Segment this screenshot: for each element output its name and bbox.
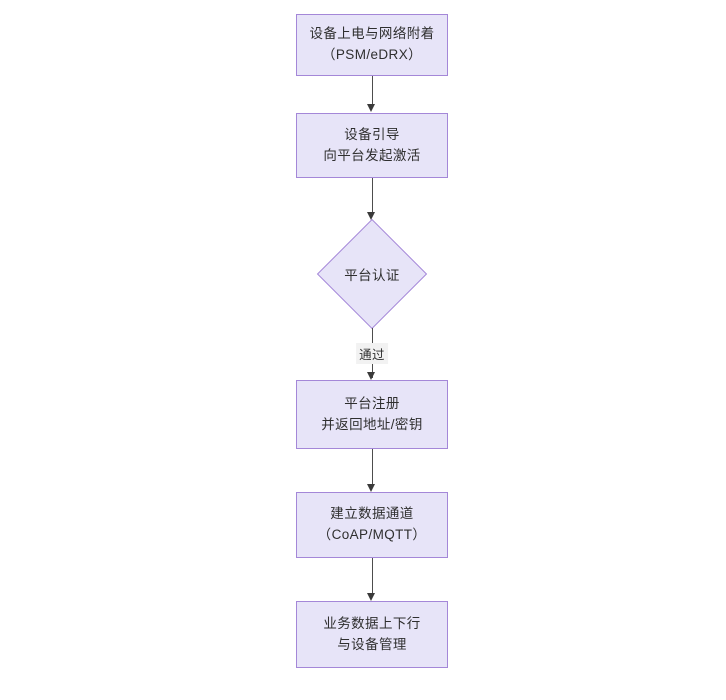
node-line: 业务数据上下行 [323,615,421,631]
flow-node-establish-data-channel[interactable]: 建立数据通道 （CoAP/MQTT） [296,492,448,558]
flow-node-device-bootstrap[interactable]: 设备引导 向平台发起激活 [296,113,448,178]
flow-node-platform-authentication[interactable]: 平台认证 [316,218,428,330]
node-line: 并返回地址/密钥 [321,416,423,432]
node-line: 与设备管理 [337,636,407,652]
node-line: （CoAP/MQTT） [317,527,427,542]
node-line: 设备引导 [344,126,400,142]
arrowhead-icon [367,104,375,112]
flow-edge-n5-n6 [371,558,373,594]
node-line: 平台注册 [344,395,400,411]
arrowhead-icon [367,593,375,601]
flow-edge-n4-n5 [371,449,373,485]
node-line: 设备上电与网络附着 [309,26,435,42]
flow-edge-label-pass: 通过 [356,343,388,364]
flow-node-business-data-and-device-management[interactable]: 业务数据上下行 与设备管理 [296,601,448,668]
node-line: （PSM/eDRX） [321,47,423,62]
flow-node-device-power-on[interactable]: 设备上电与网络附着 （PSM/eDRX） [296,14,448,76]
node-line: 平台认证 [344,268,400,283]
flow-node-platform-registration[interactable]: 平台注册 并返回地址/密钥 [296,380,448,449]
flow-edge-n1-n2 [371,76,373,105]
arrowhead-icon [367,212,375,220]
arrowhead-icon [367,372,375,380]
flow-edge-n2-n3 [371,178,373,214]
arrowhead-icon [367,484,375,492]
node-line: 建立数据通道 [330,506,414,522]
node-line: 向平台发起激活 [323,147,421,163]
